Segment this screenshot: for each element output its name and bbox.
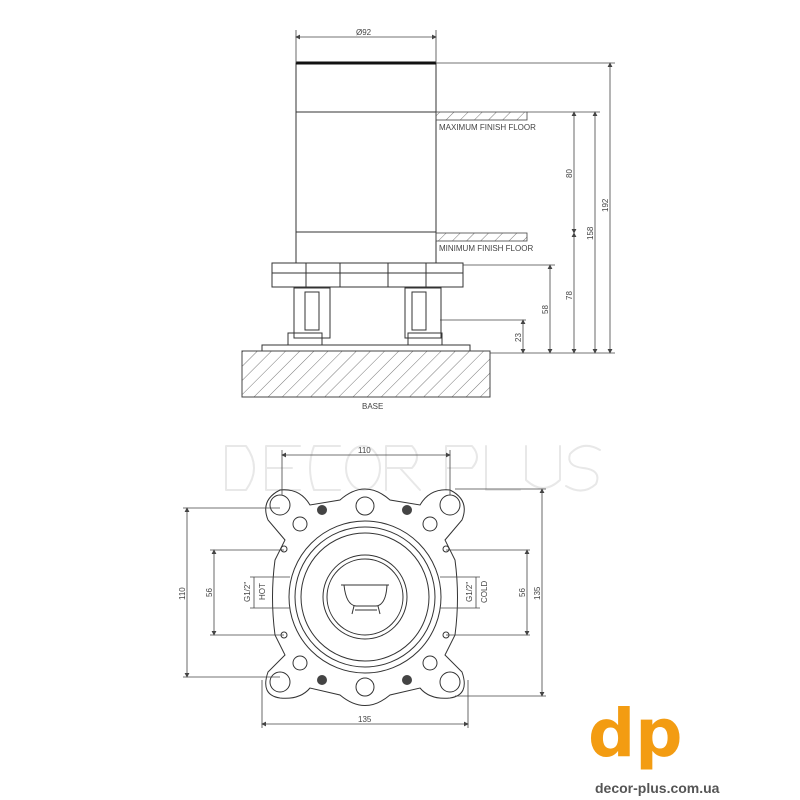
- hot-thread-label: G1/2": [243, 582, 252, 602]
- base-label: BASE: [362, 402, 383, 411]
- cold-label: COLD: [480, 581, 489, 603]
- logo-url: decor-plus.com.ua: [595, 780, 720, 796]
- decor-plus-logo: dp decor-plus.com.ua: [588, 695, 720, 796]
- top-view: 110 110 56 G1/2" HOT G1/2" COLD 56 135 1…: [178, 446, 546, 728]
- max-floor-hatch: [435, 111, 528, 121]
- logo-mark: dp: [588, 695, 683, 772]
- min-floor-hatch: [435, 232, 528, 242]
- cold-thread-label: G1/2": [465, 582, 474, 602]
- dim-158: 158: [586, 226, 595, 240]
- dim-23: 23: [514, 333, 523, 342]
- diameter-label: Ø92: [356, 28, 372, 37]
- side-view: Ø92 MAXIMUM FINISH FLOOR MINIMUM FINISH …: [241, 28, 615, 411]
- hot-label: HOT: [258, 583, 267, 600]
- watermark: [225, 444, 601, 492]
- mounting-plate: [271, 262, 464, 288]
- dim-right-56: 56: [518, 588, 527, 597]
- cylinder-body: [295, 62, 437, 264]
- base-hatch: [241, 350, 491, 398]
- dim-right-135: 135: [533, 586, 542, 600]
- max-floor-label: MAXIMUM FINISH FLOOR: [439, 123, 536, 132]
- dim-78: 78: [565, 291, 574, 300]
- bathtub-icon: [341, 584, 389, 615]
- dim-80: 80: [565, 169, 574, 178]
- dim-left-56: 56: [205, 588, 214, 597]
- min-floor-label: MINIMUM FINISH FLOOR: [439, 244, 533, 253]
- dim-58: 58: [541, 305, 550, 314]
- dim-top-110: 110: [358, 446, 371, 455]
- dim-192: 192: [601, 198, 610, 212]
- dim-bottom-135: 135: [358, 715, 372, 724]
- dim-left-110: 110: [178, 587, 187, 600]
